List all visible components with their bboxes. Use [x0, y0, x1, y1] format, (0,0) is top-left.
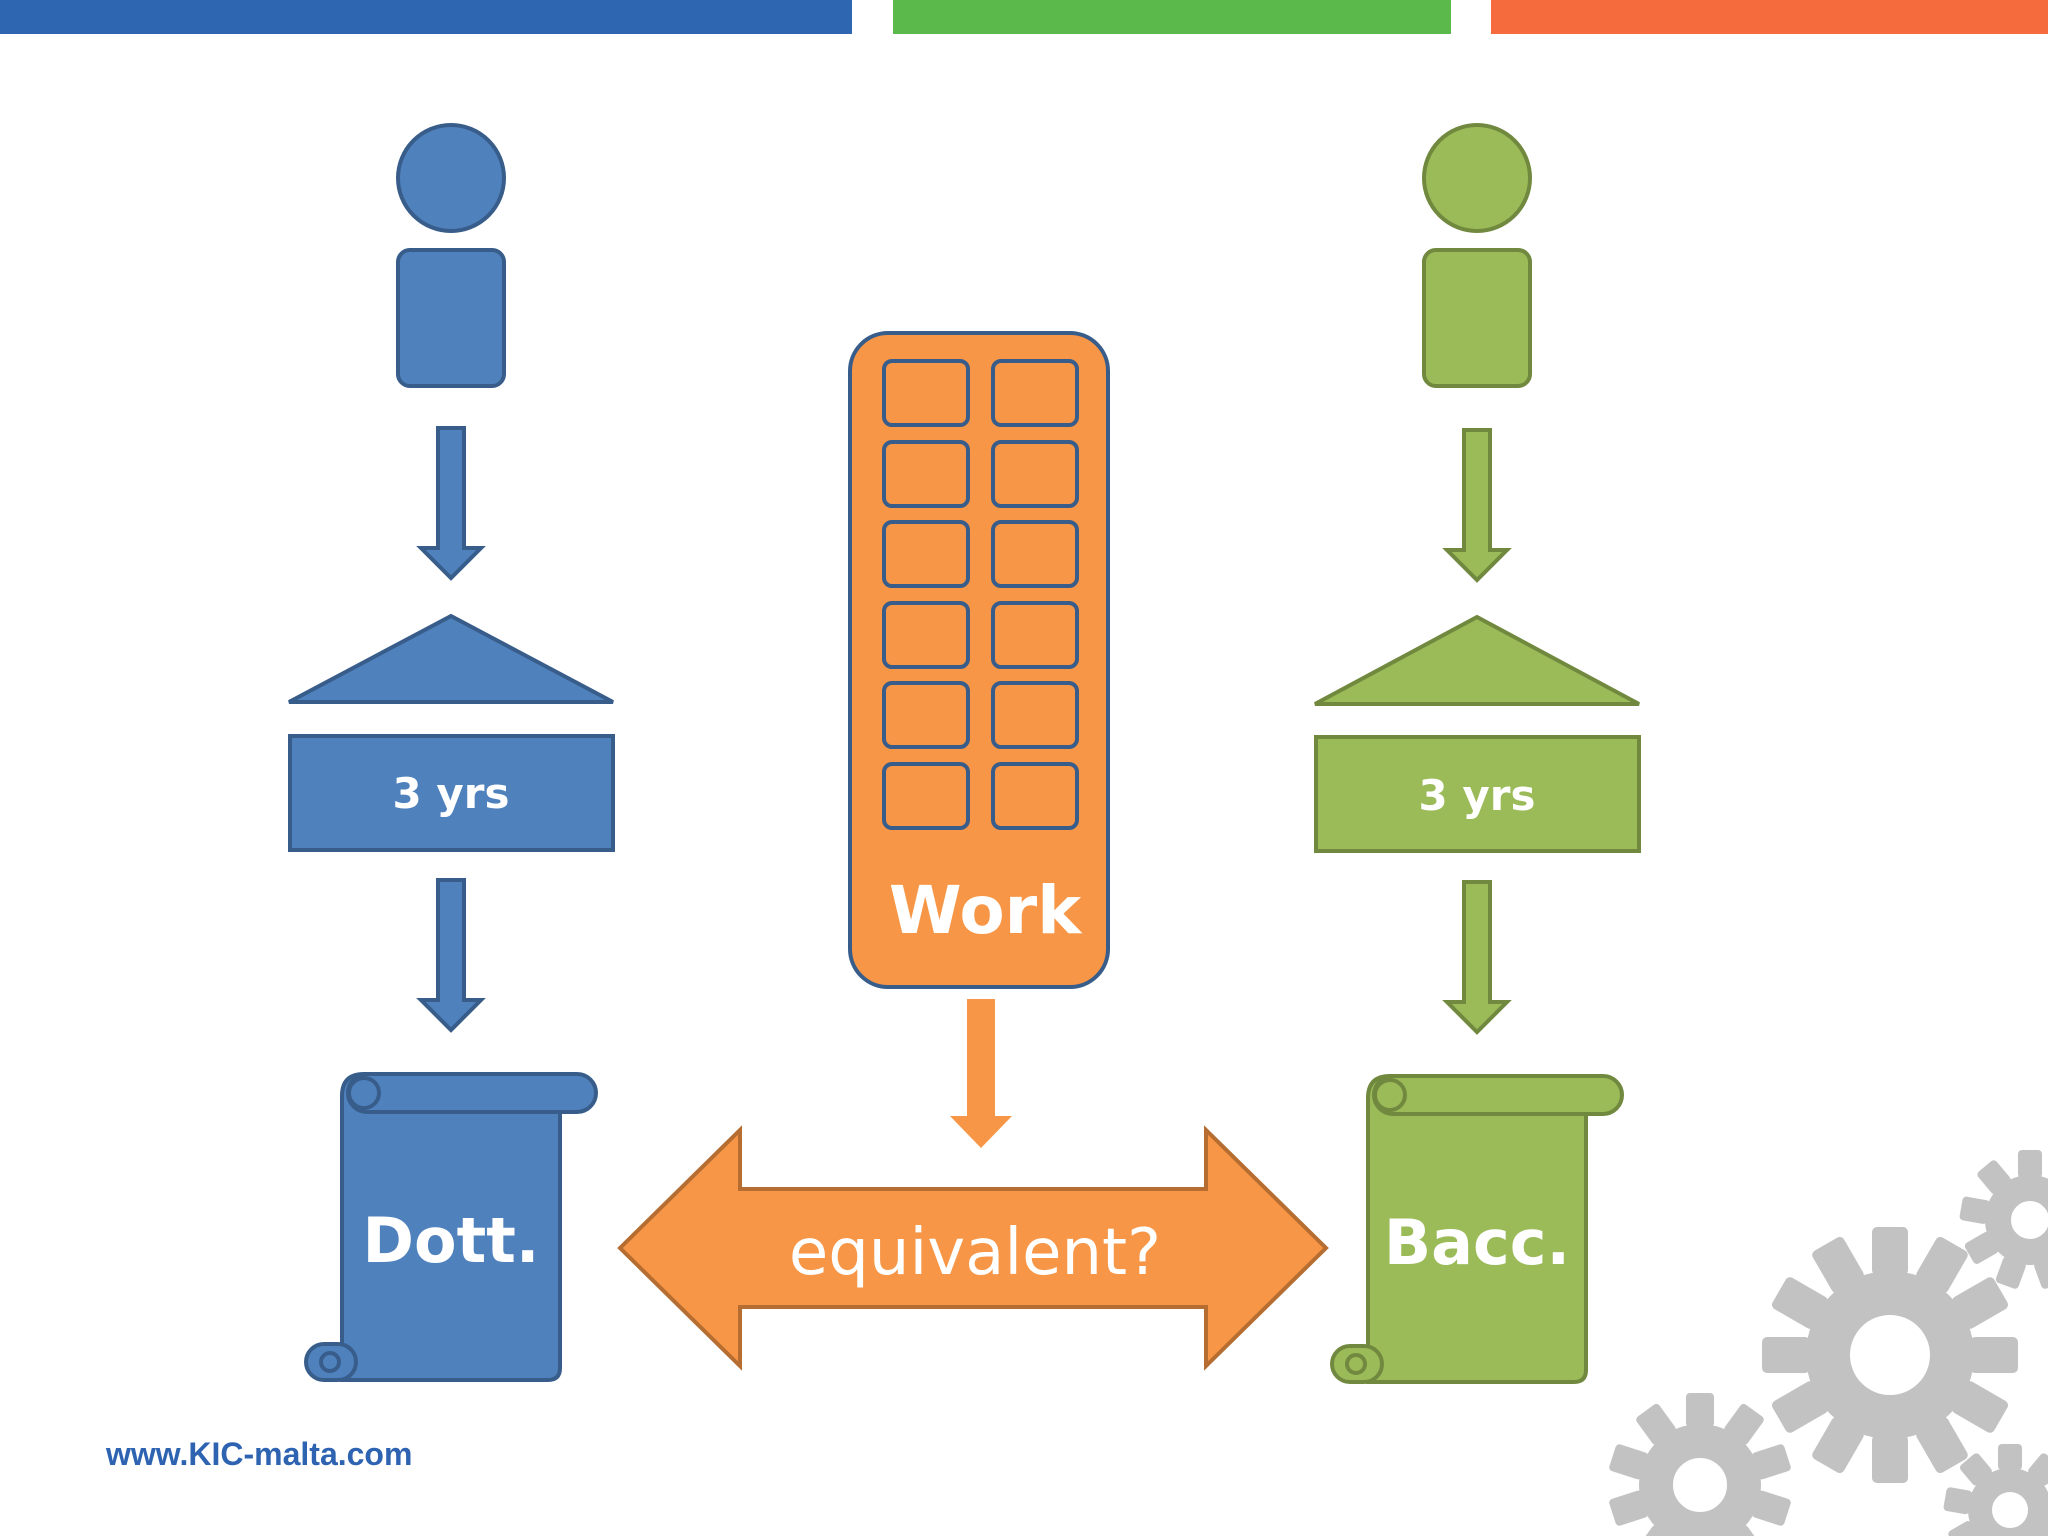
left-arrow-down-2 [416, 878, 486, 1033]
top-accent-bar-orange [1491, 0, 2048, 34]
work-building-icon: Work [848, 331, 1110, 989]
equivalent-double-arrow [617, 1125, 1329, 1371]
right-person-icon [1422, 123, 1532, 388]
work-label: Work [889, 872, 1083, 949]
left-duration-box: 3 yrs [288, 734, 615, 852]
gear-small-top-right [1959, 1150, 2048, 1289]
left-degree-scroll: Dott. [304, 1072, 598, 1382]
top-accent-bar-green [893, 0, 1451, 34]
right-duration-label: 3 yrs [1419, 771, 1536, 820]
equivalent-label: equivalent? [789, 1216, 1161, 1290]
left-roof-shape [288, 613, 614, 704]
work-arrow-down [950, 999, 1012, 1148]
right-degree-label: Bacc. [1384, 1206, 1570, 1279]
building-windows [882, 359, 1079, 830]
footer-website-link[interactable]: www.KIC-malta.com [106, 1436, 413, 1472]
right-degree-scroll: Bacc. [1330, 1074, 1624, 1384]
right-duration-box: 3 yrs [1314, 735, 1641, 853]
left-duration-label: 3 yrs [393, 769, 510, 818]
right-arrow-down-2 [1442, 880, 1512, 1035]
right-roof-shape [1314, 614, 1640, 706]
right-arrow-down-1 [1442, 428, 1512, 583]
gears-icon [1609, 1150, 2048, 1536]
left-person-icon [396, 123, 506, 388]
gear-large [1762, 1227, 2018, 1483]
gear-small-bottom [1609, 1393, 1791, 1536]
gear-small-bottom-right [1943, 1444, 2048, 1536]
left-degree-label: Dott. [363, 1204, 540, 1277]
left-arrow-down-1 [416, 426, 486, 581]
top-accent-bar-blue [0, 0, 852, 34]
